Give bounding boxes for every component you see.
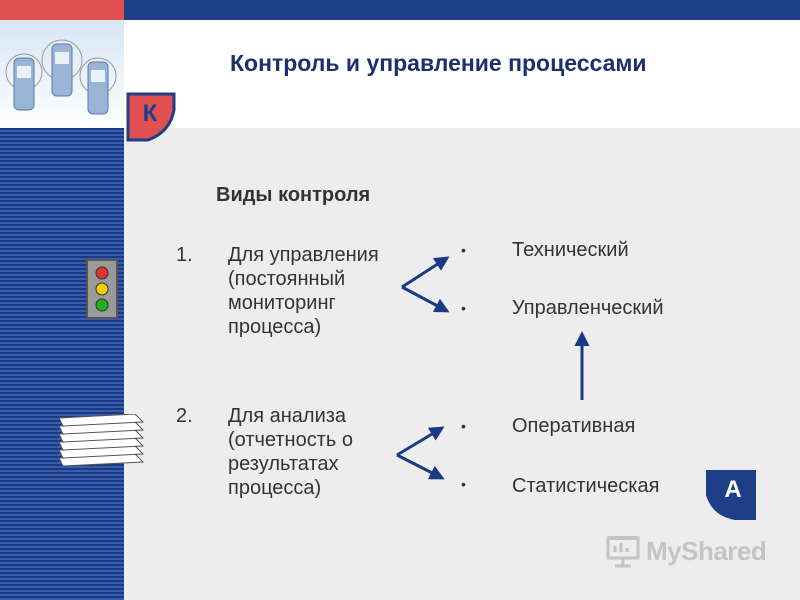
bullet-4: • [461, 476, 466, 492]
item-1-line-1: Для управления [228, 244, 379, 266]
watermark: MyShared [606, 534, 767, 568]
document-stack-icon [58, 414, 145, 467]
item-1-line-3: мониторинг [228, 292, 336, 314]
item-2-line-3: результатах [228, 453, 339, 475]
top-red-bar [0, 0, 124, 20]
a-badge-letter: А [724, 476, 741, 503]
right-item-3: Оперативная [512, 415, 636, 437]
phones-image [0, 20, 124, 128]
right-item-2: Управленческий [512, 297, 664, 319]
branch-arrows-1 [401, 256, 450, 313]
bullet-2: • [461, 300, 466, 316]
bullet-1: • [461, 242, 466, 258]
right-item-4: Статистическая [512, 475, 660, 497]
top-blue-bar [124, 0, 800, 20]
branch-arrows-2 [396, 426, 445, 480]
item-2-line-1: Для анализа [228, 405, 347, 427]
bullet-3: • [461, 418, 466, 434]
header-area [124, 20, 800, 128]
side-stripes [0, 128, 124, 600]
watermark-text: MyShared [646, 535, 767, 566]
item-1-line-4: процесса) [228, 316, 322, 338]
item-2-line-2: (отчетность о [228, 429, 353, 451]
page-title: Контроль и управление процессами [230, 50, 647, 76]
item-2-line-4: процесса) [228, 477, 322, 499]
a-badge-icon: А [706, 470, 756, 520]
presentation-board-icon [606, 536, 640, 568]
item-1-line-2: (постоянный [228, 268, 346, 290]
subtitle: Виды контроля [216, 184, 371, 206]
item-1-number: 1. [176, 244, 193, 266]
traffic-light-icon [86, 259, 118, 319]
right-item-1: Технический [512, 239, 629, 261]
k-badge-letter: К [143, 100, 158, 127]
k-badge-icon: К [126, 92, 176, 142]
item-2-number: 2. [176, 405, 193, 427]
